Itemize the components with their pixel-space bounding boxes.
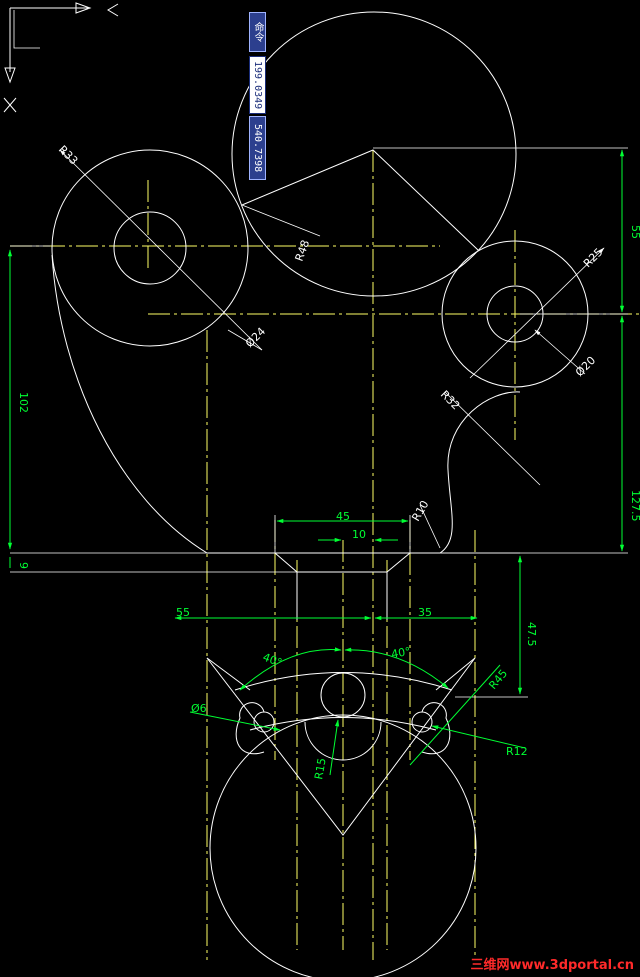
watermark-text: 三维网www.3dportal.cn: [470, 958, 634, 973]
extension-lines: [10, 147, 628, 698]
radial-leaders: [59, 149, 605, 549]
dimension-texts: R33 R48 Ø24 R25 Ø20 R32 R10: [56, 143, 606, 524]
coordinate-y-input[interactable]: 540.7398: [249, 116, 266, 180]
dim-text-127-5: 127.5: [629, 490, 640, 522]
dim-arc-40-left: [239, 647, 342, 691]
leader-r45: [409, 664, 501, 766]
large-arc-top: [231, 11, 517, 297]
dim-text-45: 45: [336, 510, 350, 523]
dim-text-r33: R33: [56, 143, 80, 167]
left-swing-arc: [51, 254, 208, 554]
arrow-right-icon: [75, 2, 92, 14]
dim-text-r45: R45: [486, 667, 510, 692]
dim-arc-40-right: [344, 647, 449, 689]
leader-d24-tail: [227, 329, 263, 351]
leader-d6: [189, 711, 281, 731]
command-label: 命令: [249, 12, 266, 52]
dim-text-r15: R15: [312, 757, 329, 781]
r45-arc-inner: [249, 717, 437, 731]
geometry: [51, 11, 589, 977]
v-bracket-top: [241, 149, 479, 251]
dim-text-d24: Ø24: [243, 325, 268, 350]
coordinate-x-value: 199.0349: [252, 60, 263, 110]
hole-left: [253, 711, 275, 733]
large-circle-left: [51, 149, 249, 347]
dim-text-102: 102: [17, 392, 30, 413]
center-lines: [10, 150, 640, 960]
bottom-circle: [209, 714, 477, 977]
arrow-down-icon: [4, 67, 16, 84]
dim-text-r12: R12: [506, 745, 528, 758]
green-dimension-texts: 102 9 55 127.5 47.5 45 10 55 35 40° 40° …: [17, 225, 640, 781]
leader-r15: [329, 719, 340, 776]
slot-end-right: [421, 702, 451, 755]
leader-r33: [59, 149, 263, 351]
v-lower: [206, 657, 476, 836]
dim-text-10: 10: [352, 528, 366, 541]
channel-top: [274, 552, 411, 573]
dim-text-r10: R10: [409, 498, 431, 523]
coordinate-y-value: 540.7398: [252, 123, 263, 173]
slot-end-left: [235, 702, 265, 755]
dim-text-40-right: 40°: [390, 645, 411, 661]
r15-arc: [304, 721, 382, 761]
ucs-icon: [3, 2, 119, 113]
ucs-square: [13, 10, 40, 49]
command-label-text: 命令: [252, 22, 263, 42]
ucs-y-label-glyph: [3, 97, 17, 113]
dim-text-40-left: 40°: [261, 651, 284, 670]
dim-text-35: 35: [418, 606, 432, 619]
dim-text-r32: R32: [438, 388, 462, 412]
dim-text-55-right: 55: [629, 225, 640, 239]
r32-blend: [439, 391, 521, 554]
dim-text-d20: Ø20: [573, 354, 598, 379]
dimension-lines: [7, 149, 625, 776]
dim-text-d6: Ø6: [191, 702, 207, 715]
dim-text-9: 9: [17, 562, 30, 569]
dim-text-47-5: 47.5: [525, 622, 538, 647]
leader-r25: [469, 247, 605, 379]
dim-text-r48: R48: [293, 238, 313, 263]
channel-walls: [296, 572, 388, 620]
leader-r12: [431, 725, 526, 749]
leader-r32: [444, 391, 541, 486]
leader-r48: [241, 204, 321, 237]
leader-d20: [534, 329, 586, 375]
leader-r10: [419, 504, 441, 549]
ucs-x-label-glyph: [107, 3, 119, 17]
coordinate-x-input[interactable]: 199.0349: [249, 56, 266, 114]
dim-text-55-left: 55: [176, 606, 190, 619]
small-circle-left: [113, 211, 187, 285]
